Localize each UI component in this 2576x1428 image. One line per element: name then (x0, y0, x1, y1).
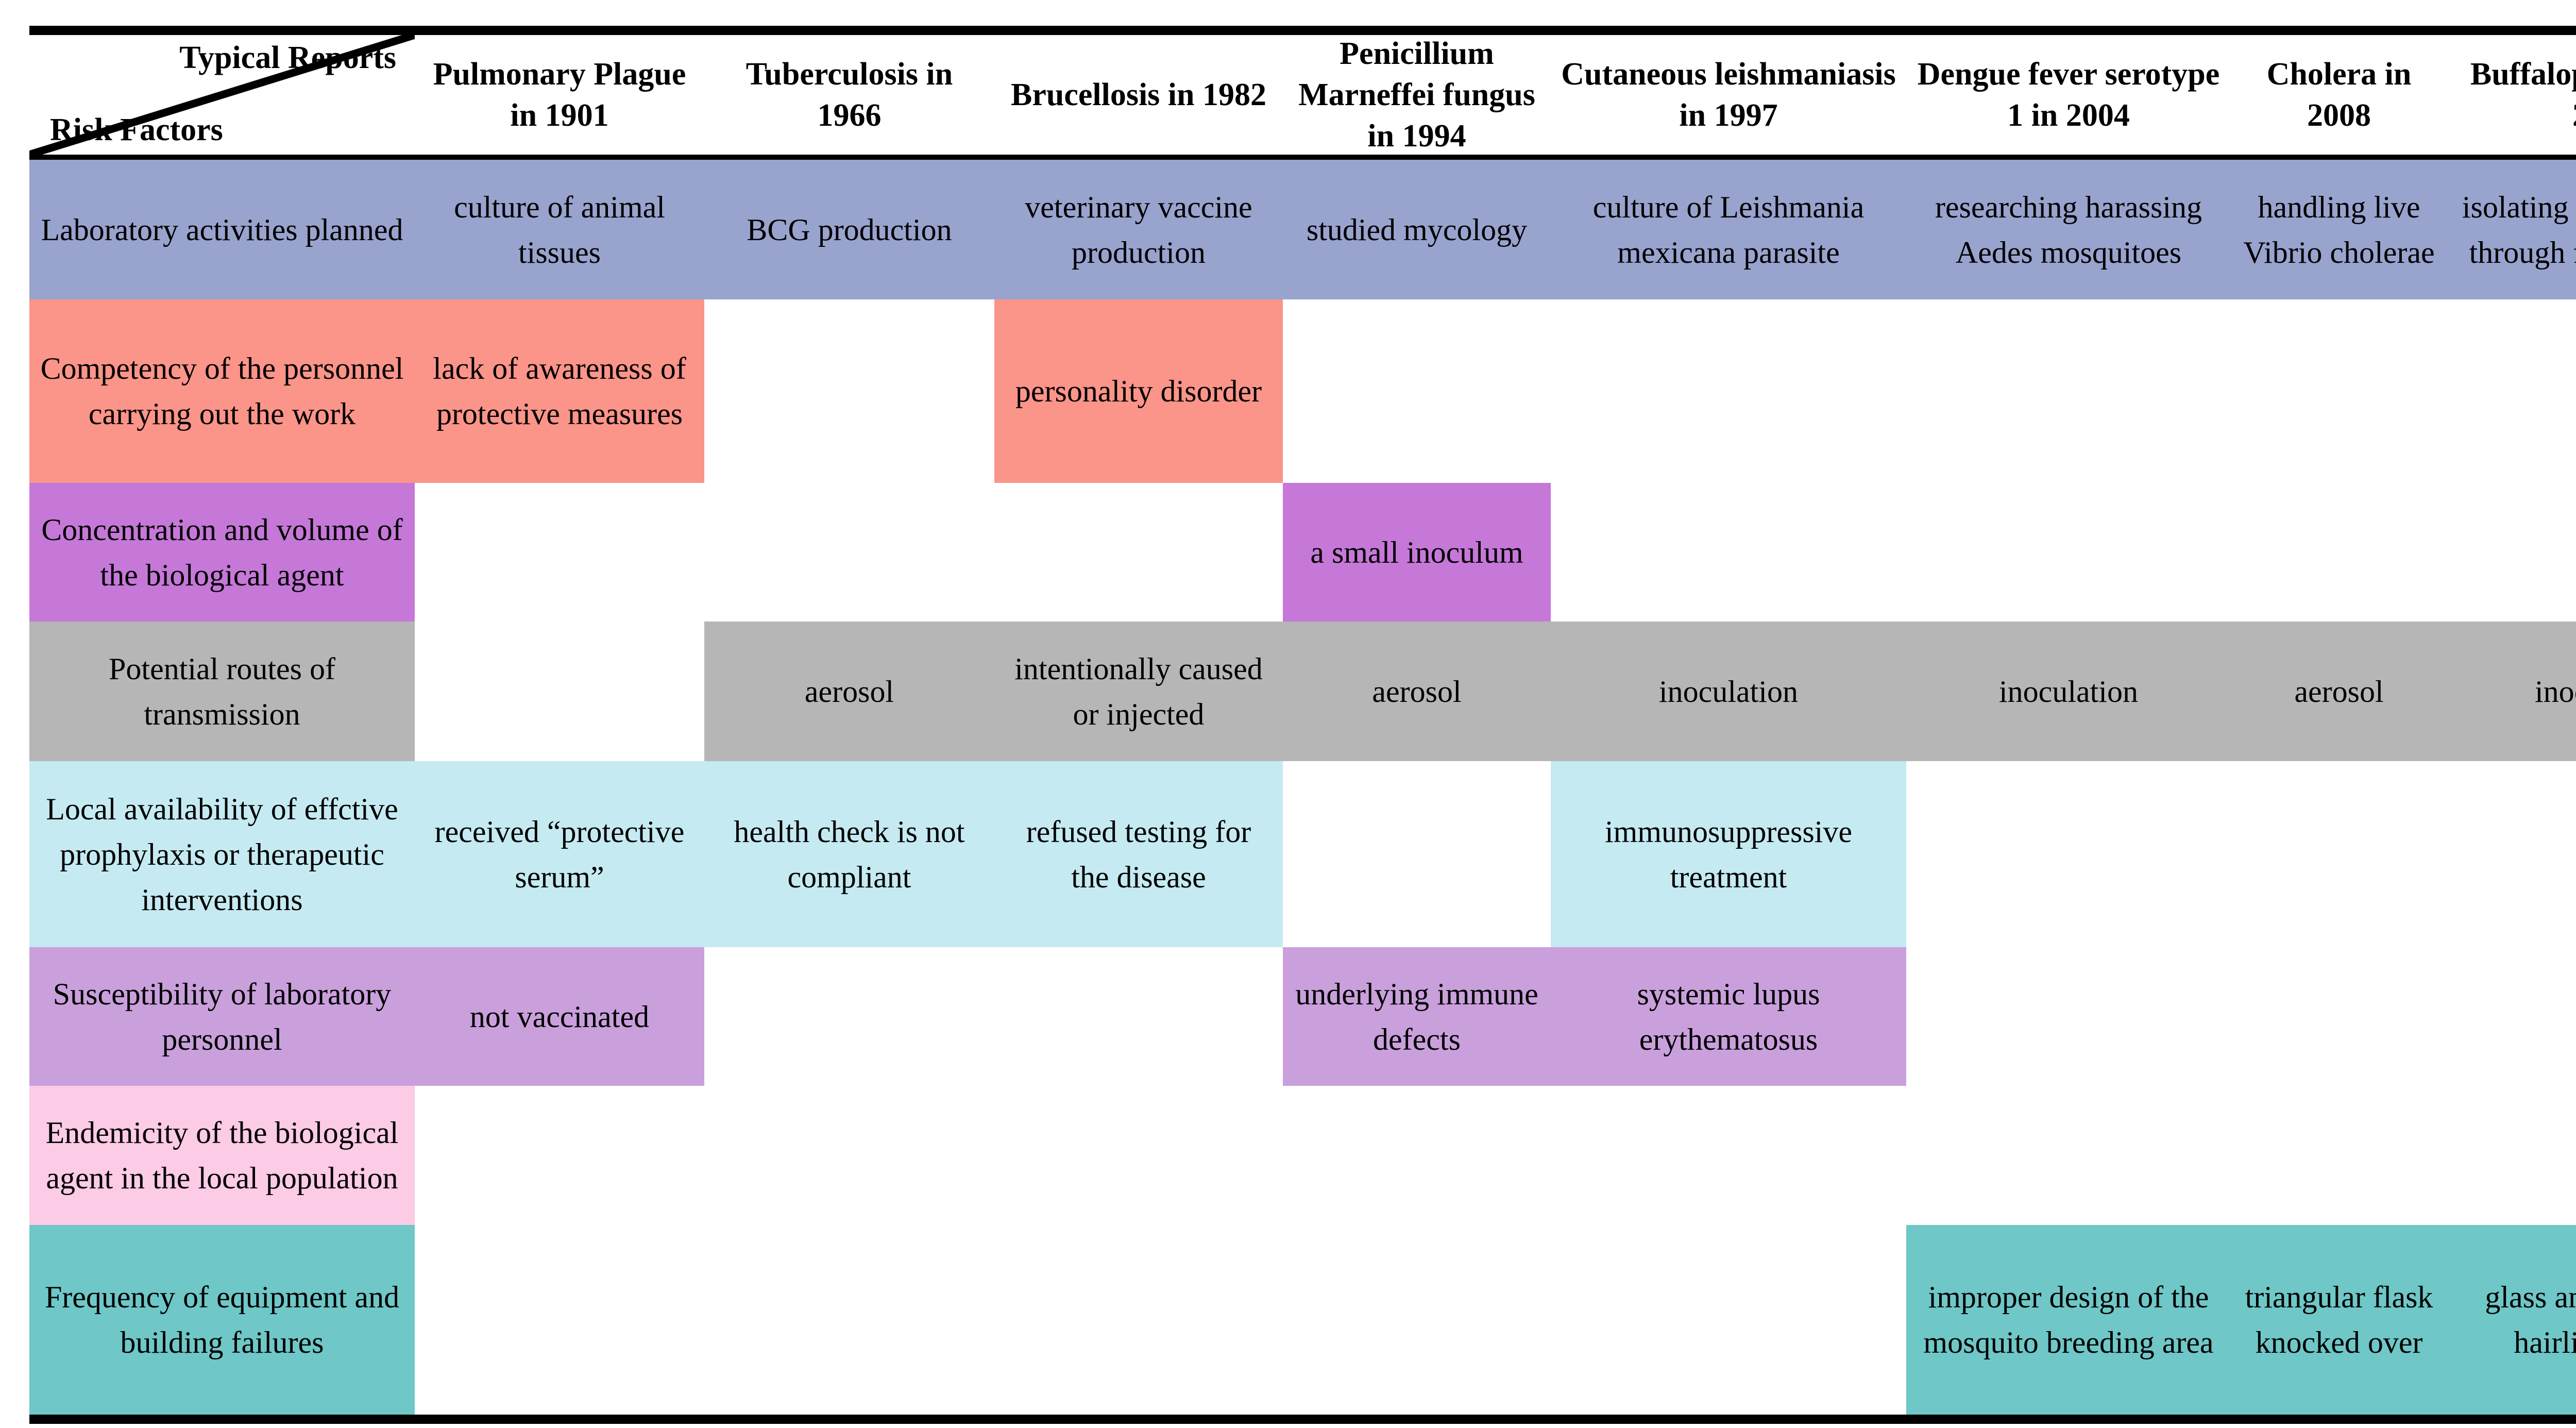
row-label-cell: Laboratory activities planned (29, 160, 415, 299)
table-cell: inoculation (1906, 621, 2231, 761)
table-cell (1906, 483, 2231, 621)
column-header: Buffalopox Virus in 2014 (2470, 57, 2576, 133)
table-cell (994, 947, 1283, 1086)
column-header: Cutaneous leishmaniasis in 1997 (1561, 57, 1896, 133)
table-cell (415, 1225, 704, 1415)
table-cell (415, 483, 704, 621)
table-cell (2231, 299, 2447, 483)
column-header: Brucellosis in 1982 (1010, 77, 1267, 112)
table-cell (1906, 761, 2231, 947)
column-header: Dengue fever serotype 1 in 2004 (1917, 57, 2220, 133)
table-cell (1551, 299, 1906, 483)
table-cell (1283, 1086, 1551, 1225)
table-cell (704, 1225, 994, 1415)
table-cell (2447, 483, 2576, 621)
table-cell: personality disorder (994, 299, 1283, 483)
table-cell: studied mycology (1283, 160, 1551, 299)
table-cell (1551, 1225, 1906, 1415)
row-label-cell: Local availability of effctive prophylax… (29, 761, 415, 947)
column-header: Cholera in 2008 (2266, 57, 2412, 133)
table-cell (1551, 483, 1906, 621)
table-cell (2231, 1086, 2447, 1225)
table-cell (1283, 761, 1551, 947)
table-cell: systemic lupus erythematosus (1551, 947, 1906, 1086)
column-header: Tuberculosis in 1966 (745, 57, 953, 133)
column-header: Pulmonary Plague in 1901 (433, 57, 686, 133)
table-cell: health check is not compliant (704, 761, 994, 947)
table-cell: isolating BPXV strains through freeze-dr… (2447, 160, 2576, 299)
table-cell (2447, 299, 2576, 483)
table-cell: triangular flask knocked over (2231, 1225, 2447, 1415)
table-cell: glass ampoule with hairline cracks (2447, 1225, 2576, 1415)
table-cell: culture of animal tissues (415, 160, 704, 299)
table-cell: veterinary vaccine production (994, 160, 1283, 299)
table-cell (1551, 1086, 1906, 1225)
table-cell (1283, 299, 1551, 483)
table-cell: a small inoculum (1283, 483, 1551, 621)
table-cell (994, 1086, 1283, 1225)
table-cell: improper design of the mosquito breeding… (1906, 1225, 2231, 1415)
table-cell: received “protective serum” (415, 761, 704, 947)
table-cell (2447, 1086, 2576, 1225)
table-cell (1283, 1225, 1551, 1415)
table-cell: refused testing for the disease (994, 761, 1283, 947)
table-cell: researching harassing Aedes mosquitoes (1906, 160, 2231, 299)
risk-factor-grid: Typical Reports Risk Factors Pulmonary P… (29, 35, 2576, 1415)
table-cell (2231, 947, 2447, 1086)
table-cell (2231, 483, 2447, 621)
table-cell (994, 1225, 1283, 1415)
table-cell (2447, 761, 2576, 947)
table-cell: aerosol (1283, 621, 1551, 761)
column-header: Penicillium Marneffei fungus in 1994 (1298, 36, 1535, 154)
table-cell: aerosol (704, 621, 994, 761)
table-cell (415, 621, 704, 761)
table-cell (1906, 299, 2231, 483)
table-cell (415, 1086, 704, 1225)
table-cell (704, 483, 994, 621)
table-cell (1906, 947, 2231, 1086)
table-cell: BCG production (704, 160, 994, 299)
row-label-cell: Susceptibility of laboratory personnel (29, 947, 415, 1086)
table-cell: aerosol (2231, 621, 2447, 761)
row-label-cell: Concentration and volume of the biologic… (29, 483, 415, 621)
risk-factor-table: Typical Reports Risk Factors Pulmonary P… (29, 26, 2576, 1424)
table-cell (704, 299, 994, 483)
row-label-cell: Competency of the personnel carrying out… (29, 299, 415, 483)
corner-bottom-label: Risk Factors (50, 112, 223, 147)
table-cell: culture of Leishmania mexicana parasite (1551, 160, 1906, 299)
table-cell: inoculation (1551, 621, 1906, 761)
table-cell (1906, 1086, 2231, 1225)
header-separator (29, 155, 2576, 160)
table-cell: handling live Vibrio cholerae (2231, 160, 2447, 299)
row-label-cell: Frequency of equipment and building fail… (29, 1225, 415, 1415)
row-label-cell: Endemicity of the biological agent in th… (29, 1086, 415, 1225)
table-cell (704, 1086, 994, 1225)
table-cell: immunosuppressive treatment (1551, 761, 1906, 947)
row-label-cell: Potential routes of transmission (29, 621, 415, 761)
table-cell (2231, 761, 2447, 947)
table-cell (994, 483, 1283, 621)
corner-cell: Typical Reports Risk Factors (29, 35, 415, 155)
table-cell (704, 947, 994, 1086)
table-cell: inoculation (2447, 621, 2576, 761)
table-cell: lack of awareness of protective measures (415, 299, 704, 483)
table-cell: not vaccinated (415, 947, 704, 1086)
table-cell (2447, 947, 2576, 1086)
table-cell: intentionally caused or injected (994, 621, 1283, 761)
table-cell: underlying immune defects (1283, 947, 1551, 1086)
corner-top-label: Typical Reports (179, 40, 396, 75)
diagonal-line (29, 35, 415, 155)
